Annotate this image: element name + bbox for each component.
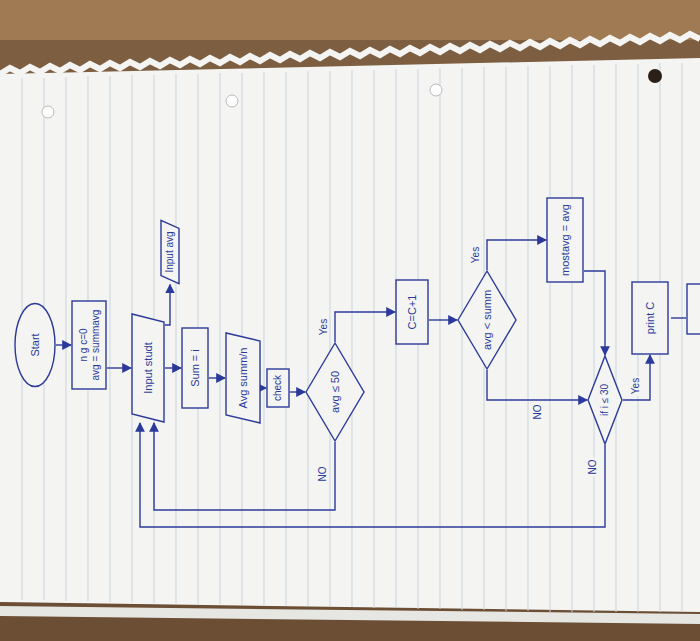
node-text: avg ≤ 50 (329, 371, 342, 413)
oval-shape (15, 304, 55, 387)
node-text-group: avg < summ (481, 290, 494, 350)
edge-label: NO (317, 465, 328, 484)
rect-shape (72, 301, 106, 389)
flow-connector (487, 370, 587, 400)
perforated-edge (0, 34, 700, 74)
flow-connector (165, 367, 181, 368)
binder-hole (226, 95, 238, 107)
node-text-group: Avg summ/n (237, 348, 250, 409)
input-box: Input avg (160, 219, 180, 284)
flow-connector (335, 312, 395, 342)
flow-connector (165, 285, 170, 325)
process-box: C=C+1 (395, 279, 429, 345)
rect-shape (267, 369, 289, 407)
diamond-shape (306, 343, 364, 441)
diamond-shape (458, 271, 516, 369)
node-text-group: C=C+1 (406, 295, 419, 330)
ruled-lines (22, 63, 682, 612)
diamond-shape (588, 356, 622, 444)
cut-off-box (687, 284, 700, 334)
edge-label: Yes (629, 376, 640, 396)
flow-connector (290, 391, 305, 392)
flow-connector (56, 344, 71, 345)
flow-connector (487, 240, 546, 270)
process-box: n g c=0avg = summavg (71, 300, 107, 390)
flow-connector (429, 319, 457, 320)
para-shape (132, 314, 164, 422)
node-text: print C (644, 302, 657, 334)
node-text: mostavg = avg (559, 204, 572, 276)
node-text-group: n g c=0avg = summavg (78, 310, 101, 381)
rect-shape (182, 328, 208, 408)
node-text: Start (29, 333, 42, 356)
binder-hole (42, 106, 54, 118)
input-box: Input studt (131, 313, 165, 423)
node-text: avg < summ (481, 290, 494, 350)
node-text: Input studt (142, 342, 155, 393)
flow-connector (623, 355, 650, 400)
input-box: Avg summ/n (225, 332, 261, 424)
node-text: Input avg (164, 231, 176, 272)
node-text-group: print C (644, 302, 657, 334)
decision-diamond: avg ≤ 50 (305, 342, 365, 442)
node-text-group: Input avg (164, 231, 176, 272)
wood-grain (0, 0, 700, 40)
node-text-group: if i ≤ 30 (599, 384, 611, 416)
process-box: check (266, 368, 290, 408)
flow-connector (584, 271, 605, 355)
edge-label: Yes (318, 317, 329, 337)
para-shape (161, 220, 179, 283)
node-text-group: check (272, 375, 284, 401)
start-terminal: Start (14, 303, 56, 388)
node-text-group: avg ≤ 50 (329, 371, 342, 413)
rect-shape (396, 280, 428, 344)
decision-diamond: avg < summ (457, 270, 517, 370)
flow-connector (209, 377, 225, 378)
edge-label: NO (587, 458, 598, 477)
process-box: mostavg = avg (546, 197, 584, 283)
decision-diamond: if i ≤ 30 (587, 355, 623, 445)
flow-connector (140, 423, 605, 527)
node-text: C=C+1 (406, 295, 419, 330)
node-text: avg = summavg (89, 310, 101, 381)
paper-sheet (0, 58, 700, 612)
para-shape (226, 333, 260, 423)
binder-hole (648, 69, 662, 83)
output-box: print C (631, 281, 669, 355)
binder-hole (430, 84, 442, 96)
node-text: Avg summ/n (237, 348, 250, 409)
node-text-group: Input studt (142, 342, 155, 393)
node-text: n g c=0 (78, 310, 90, 381)
rect-shape (547, 198, 583, 282)
process-box: Sum = i (181, 327, 209, 409)
node-text: if i ≤ 30 (599, 384, 611, 416)
node-text-group: mostavg = avg (559, 204, 572, 276)
node-text-group: Start (29, 333, 42, 356)
rect-shape (632, 282, 668, 354)
edge-label: NO (532, 403, 543, 422)
node-text: check (272, 375, 284, 401)
flow-connector (261, 387, 266, 388)
flow-connector (154, 423, 335, 510)
flow-connector (107, 367, 131, 368)
cut-off-line (671, 317, 686, 318)
node-text: Sum = i (189, 349, 202, 387)
node-text-group: Sum = i (189, 349, 202, 387)
edge-label: Yes (470, 245, 481, 265)
